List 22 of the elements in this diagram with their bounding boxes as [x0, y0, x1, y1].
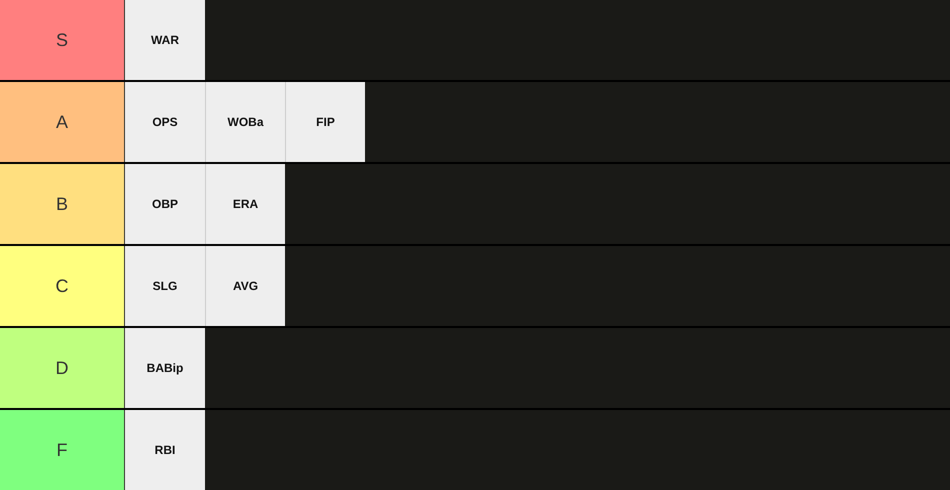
stat-tile: OPS: [125, 82, 205, 162]
tier-label: C: [0, 246, 125, 326]
tier-label: S: [0, 0, 125, 80]
stat-tile: RBI: [125, 410, 205, 490]
tier-row: [0, 82, 950, 162]
tier-label: F: [0, 410, 125, 490]
tier-row: [0, 410, 950, 490]
stat-tile: AVG: [205, 246, 285, 326]
stat-tile: ERA: [205, 164, 285, 244]
tier-label: D: [0, 328, 125, 408]
stat-tile: SLG: [125, 246, 205, 326]
tier-row: [0, 164, 950, 244]
tier-row: [0, 246, 950, 326]
stat-tile: WAR: [125, 0, 205, 80]
tier-label: A: [0, 82, 125, 162]
stat-tile: OBP: [125, 164, 205, 244]
stat-tile: WOBa: [205, 82, 285, 162]
stat-tile: FIP: [285, 82, 365, 162]
tier-label: B: [0, 164, 125, 244]
tier-row: [0, 0, 950, 80]
tier-row: [0, 328, 950, 408]
stat-tile: BABip: [125, 328, 205, 408]
